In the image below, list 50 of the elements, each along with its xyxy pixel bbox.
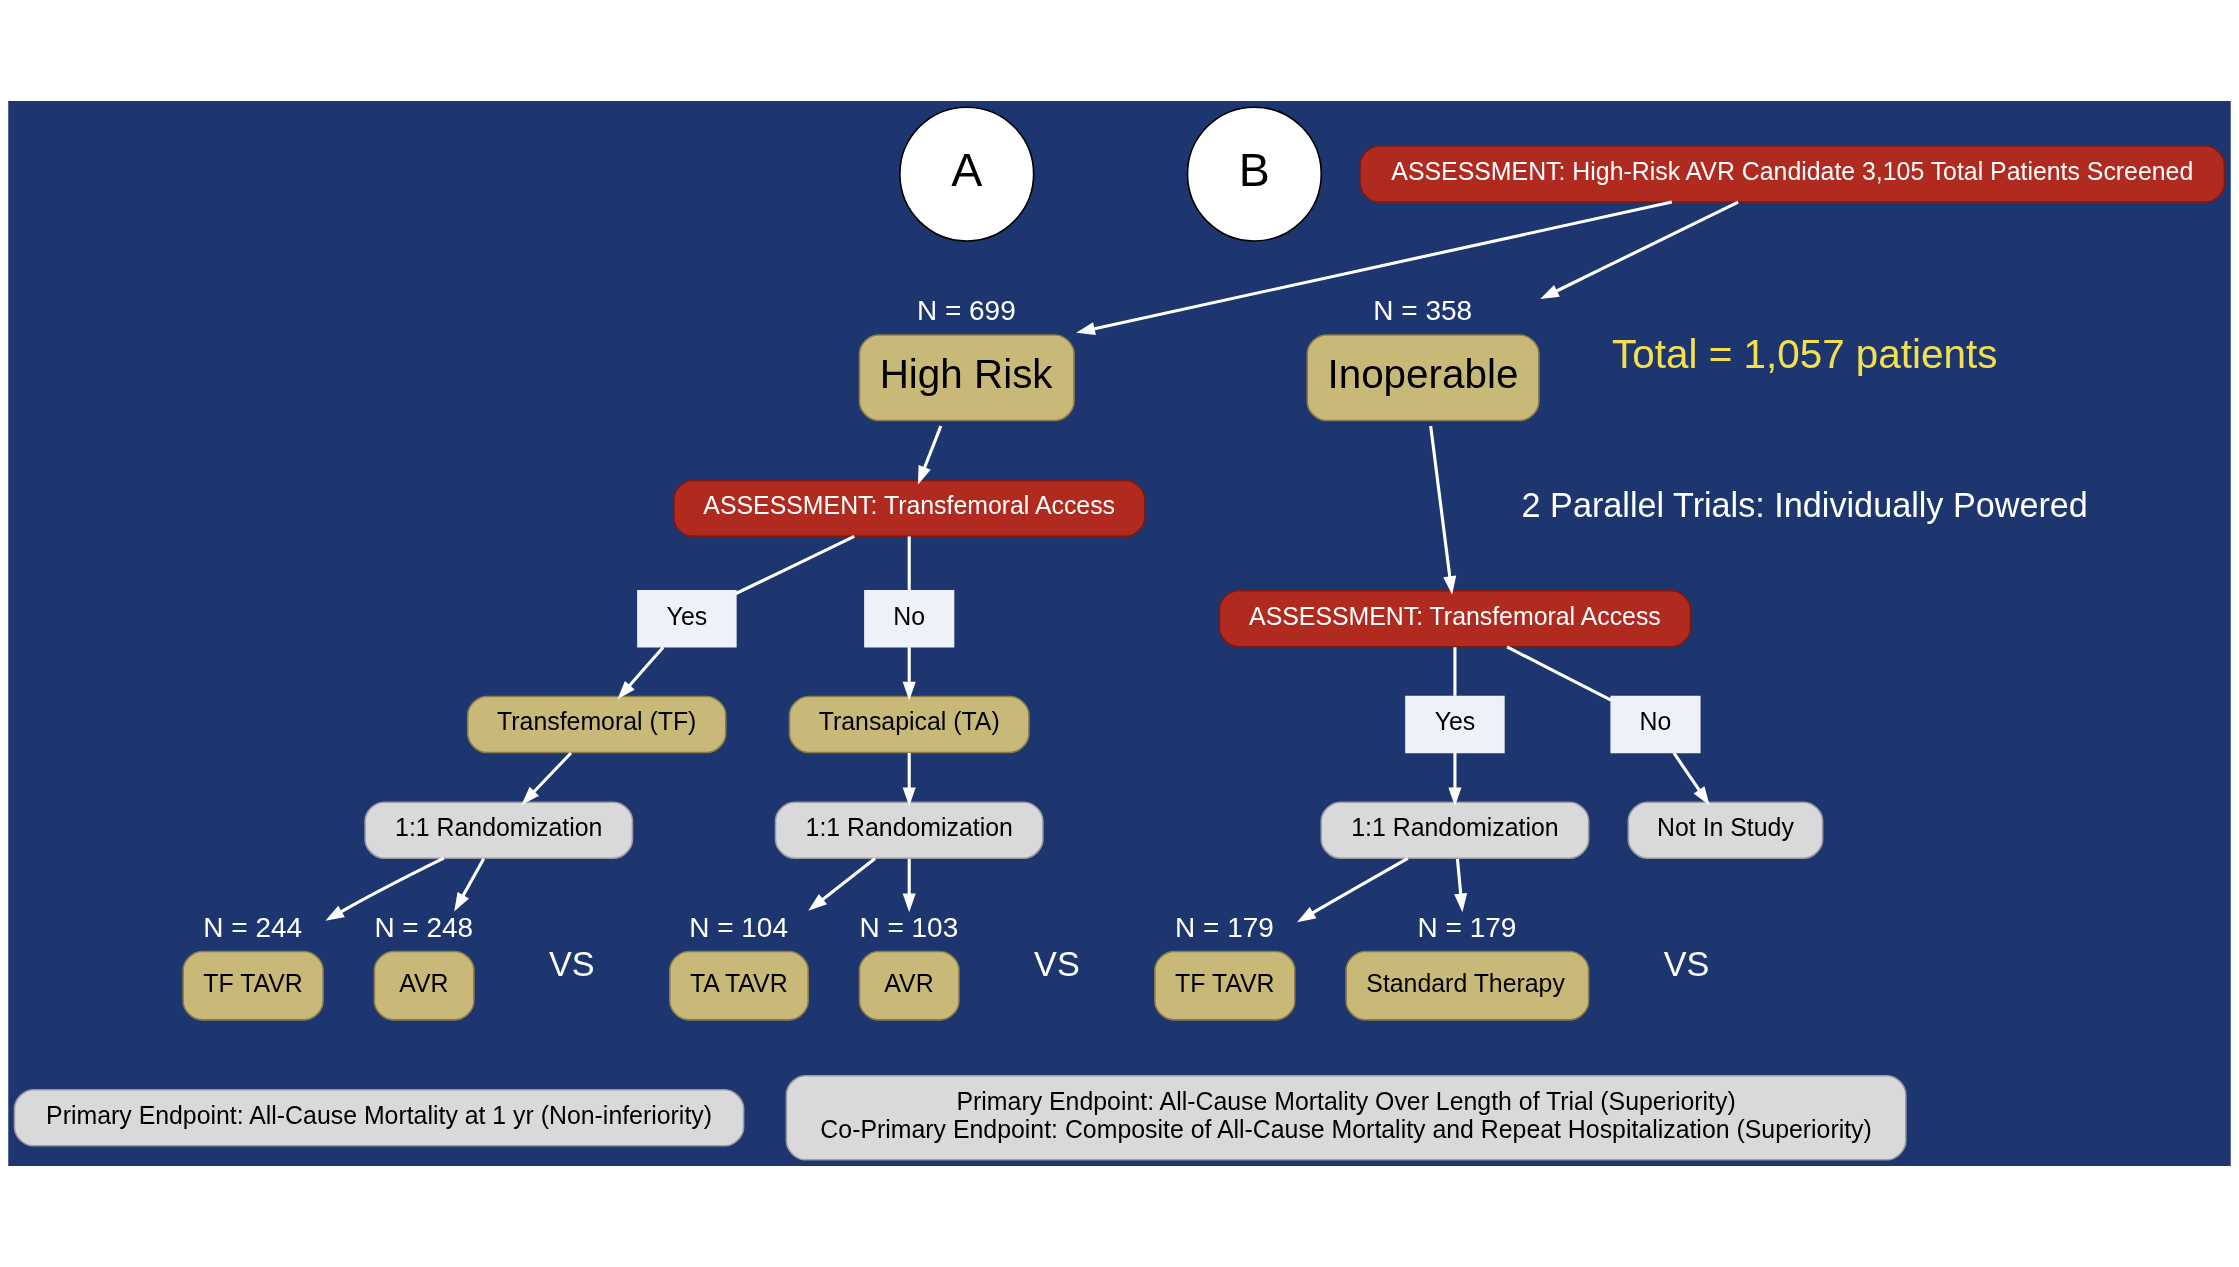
arrow: [325, 856, 445, 921]
arrow: [617, 646, 665, 700]
node-label: N = 179: [1417, 911, 1517, 943]
node-label: N = 103: [859, 911, 959, 943]
arrow: [1540, 200, 1739, 300]
label: VS: [549, 944, 595, 983]
node-circle: A: [899, 106, 1035, 242]
arrow: [917, 425, 943, 485]
node-box: No: [864, 589, 955, 648]
arrow: [1672, 752, 1710, 806]
node-box: ASSESSMENT: High-Risk AVR Candidate 3,105 Total Patients Screened: [1359, 145, 2226, 203]
node-label: N = 358: [1373, 295, 1473, 327]
node-label: N = 104: [689, 911, 788, 943]
node-box: ASSESSMENT: Transfemoral Access: [672, 479, 1146, 538]
node-box: Transfemoral (TF): [466, 695, 727, 754]
node-box: Yes: [637, 589, 737, 648]
node-box: Primary Endpoint: All-Cause Mortality at 1 yr (Non-inferiority): [13, 1089, 745, 1147]
arrow: [1448, 752, 1462, 807]
label: Total = 1,057 patients: [1612, 331, 1998, 378]
arrow: [521, 751, 573, 805]
arrow: [902, 752, 916, 807]
node-label: N = 179: [1175, 911, 1274, 943]
arrow: [1297, 856, 1409, 923]
node-label: N = 699: [916, 295, 1016, 327]
node-circle: B: [1186, 106, 1322, 242]
node-box: 1:1 Randomization: [364, 801, 634, 859]
node-box: Yes: [1405, 695, 1505, 754]
node-label: N = 248: [374, 911, 474, 943]
arrow: [808, 857, 876, 911]
node-box: Not In Study: [1627, 801, 1824, 859]
node-box: Transapical (TA): [788, 695, 1030, 754]
node-box: 1:1 Randomization: [1320, 801, 1590, 859]
arrow: [1076, 200, 1673, 336]
label: 2 Parallel Trials: Individually Powered: [1521, 486, 2088, 525]
connector: [907, 536, 911, 591]
connector: [735, 535, 855, 595]
node-box: No: [1610, 695, 1701, 754]
arrow: [454, 858, 486, 912]
arrow: [902, 647, 916, 701]
arrow: [902, 858, 916, 913]
node-box: 1:1 Randomization: [774, 801, 1044, 859]
node-label: N = 244: [203, 911, 303, 943]
node-box: ASSESSMENT: Transfemoral Access: [1218, 589, 1692, 648]
connector: [1506, 645, 1612, 702]
node-box: Primary Endpoint: All-Cause Mortality Over Length of Trial (Superiority) Co-Primary Endpoint: Composite of All-Cause Mortality and Repeat Hospitalization (Superiority): [785, 1075, 1907, 1161]
label: VS: [1663, 944, 1710, 983]
label: VS: [1034, 944, 1080, 983]
arrow: [1454, 858, 1468, 913]
connector: [1453, 647, 1457, 696]
arrow: [1429, 425, 1457, 595]
